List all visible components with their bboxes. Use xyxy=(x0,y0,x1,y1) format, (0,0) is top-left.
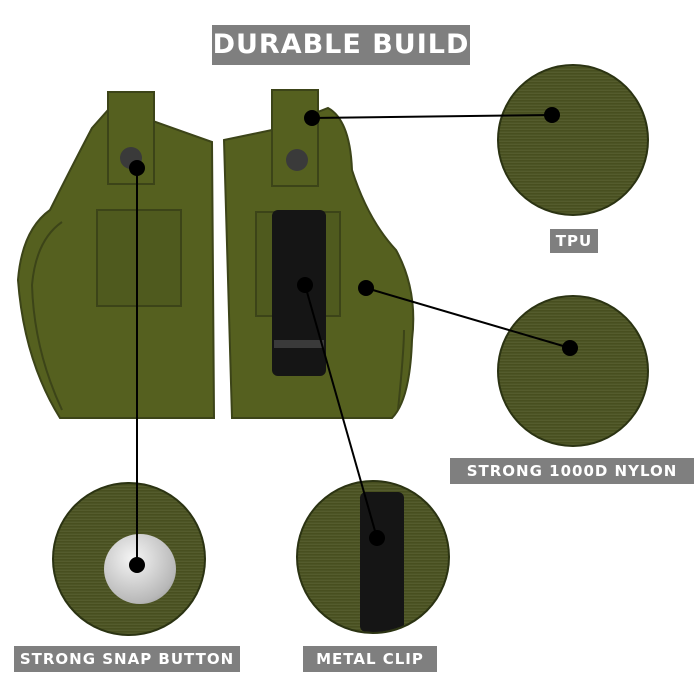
tpu-label: TPU xyxy=(550,229,598,253)
left-holster xyxy=(16,91,216,419)
nylon-detail-circle xyxy=(497,295,649,447)
tpu-detail-circle xyxy=(497,64,649,216)
title-banner: DURABLE BUILD xyxy=(212,25,470,65)
metal-clip-icon xyxy=(360,492,404,632)
snap-marker xyxy=(129,160,145,176)
snap-label: STRONG SNAP BUTTON xyxy=(14,646,240,672)
nylon-circle-marker xyxy=(562,340,578,356)
clip-circle-marker xyxy=(369,530,385,546)
nylon-marker xyxy=(358,280,374,296)
tpu-marker xyxy=(304,110,320,126)
tpu-circle-marker xyxy=(544,107,560,123)
snap-detail-circle xyxy=(52,482,206,636)
clip-detail-circle xyxy=(296,480,450,634)
clip-label: METAL CLIP xyxy=(303,646,437,672)
clip-marker xyxy=(297,277,313,293)
nylon-label: STRONG 1000D NYLON xyxy=(450,458,694,484)
snap-circle-marker xyxy=(129,557,145,573)
right-holster xyxy=(222,89,415,419)
